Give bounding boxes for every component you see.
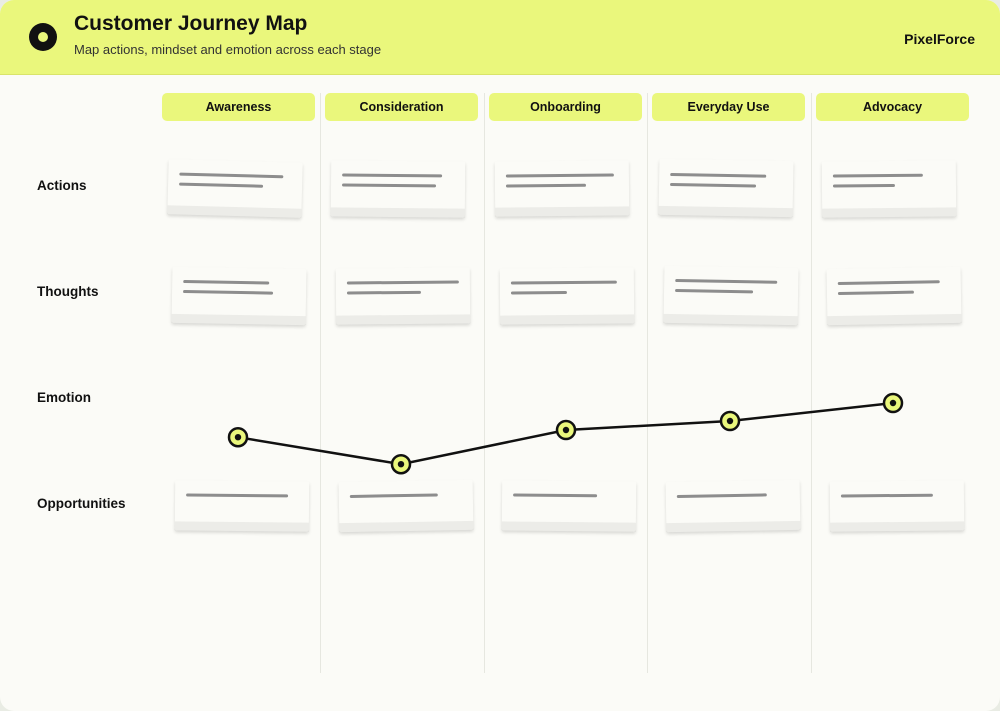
emotion-point-dot [562, 426, 570, 434]
row-label-thoughts: Thoughts [37, 284, 99, 299]
row-label-emotion: Emotion [37, 390, 91, 405]
logo-icon [29, 23, 57, 51]
page-title: Customer Journey Map [74, 12, 308, 35]
column-divider [647, 93, 648, 673]
stage-consideration[interactable]: Consideration [325, 93, 478, 121]
column-divider [811, 93, 812, 673]
row-label-actions: Actions [37, 178, 87, 193]
emotion-point-dot [726, 417, 734, 425]
page-subtitle: Map actions, mindset and emotion across … [74, 42, 382, 57]
column-divider [320, 93, 321, 673]
brand-name: PixelForce [904, 31, 975, 47]
row-label-opportunities: Opportunities [37, 496, 126, 511]
emotion-point-dot [889, 399, 897, 407]
stage-onboarding[interactable]: Onboarding [489, 93, 642, 121]
emotion-point-dot [397, 461, 405, 468]
stage-everyday-use[interactable]: Everyday Use [652, 93, 805, 121]
header-bar: Customer Journey Map Map actions, mindse… [0, 0, 1000, 75]
emotion-point-dot [234, 434, 242, 441]
stage-advocacy[interactable]: Advocacy [816, 93, 969, 121]
column-divider [484, 93, 485, 673]
stage-awareness[interactable]: Awareness [162, 93, 315, 121]
